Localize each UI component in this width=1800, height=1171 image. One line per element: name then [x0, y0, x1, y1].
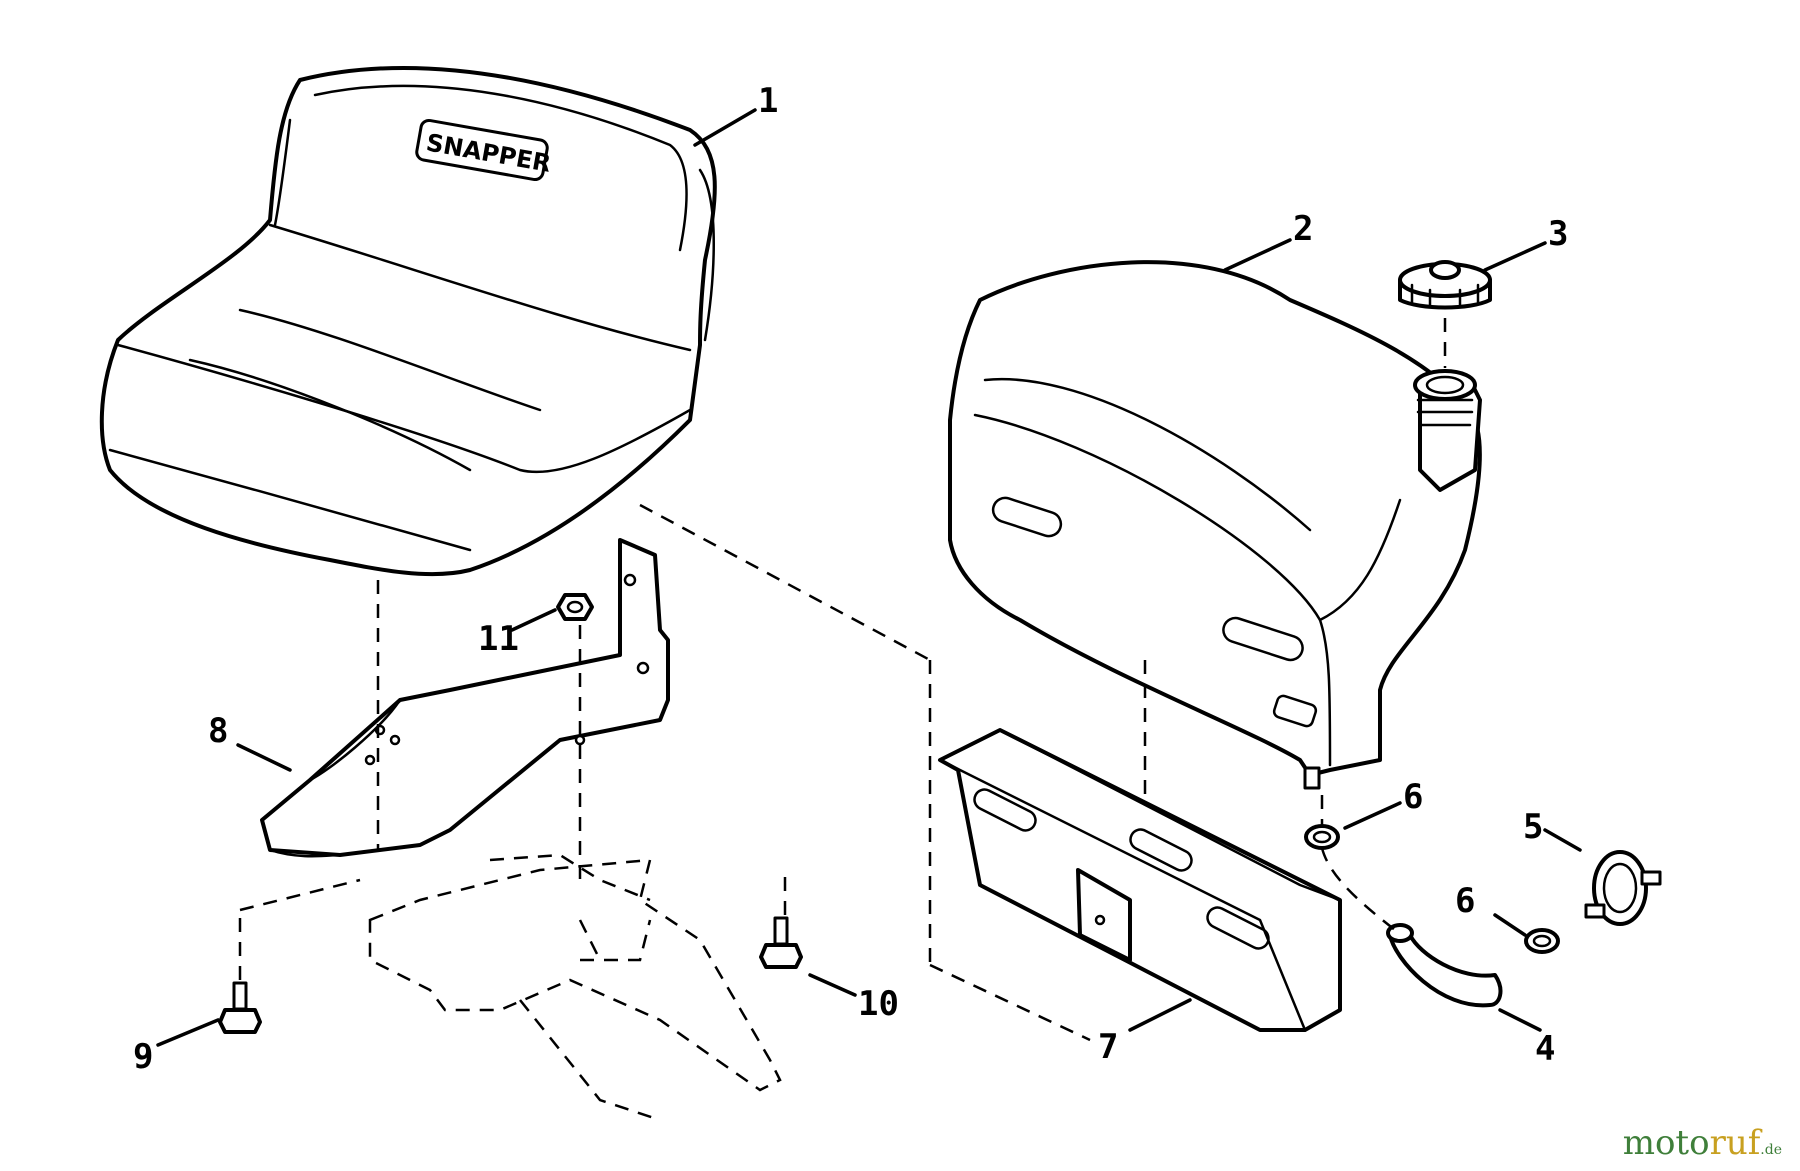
assembly-lines	[238, 318, 1447, 1042]
leader-lines	[156, 108, 1582, 1047]
nut	[556, 593, 594, 621]
callout-8: 8	[208, 711, 228, 751]
callout-labels: 1 2 3 4 5 6 6 7 8 9 10 11	[133, 81, 1568, 1077]
watermark: motoruf.de	[1623, 1123, 1782, 1163]
watermark-part1: moto	[1622, 1123, 1710, 1163]
callout-4: 4	[1535, 1029, 1555, 1069]
callout-10: 10	[858, 984, 899, 1024]
bolt-9	[218, 981, 262, 1034]
fuel-line	[1386, 923, 1503, 1008]
callout-6-lower: 6	[1455, 881, 1475, 921]
callout-2: 2	[1293, 209, 1313, 249]
fuel-cap	[1398, 260, 1492, 310]
fuel-filter	[1584, 850, 1662, 926]
tank-bracket	[938, 728, 1342, 1032]
callout-1: 1	[758, 81, 778, 121]
callout-3: 3	[1548, 214, 1568, 254]
seat-bracket	[260, 538, 670, 858]
callout-7: 7	[1098, 1027, 1118, 1067]
hose-clamp-lower	[1524, 928, 1560, 954]
fuel-tank	[948, 260, 1482, 790]
frame-outline	[368, 853, 782, 1122]
bolt-10	[759, 916, 803, 969]
watermark-part2: ruf	[1709, 1123, 1761, 1163]
hose-clamp-upper	[1304, 824, 1340, 850]
callout-6-upper: 6	[1403, 777, 1423, 817]
seat: SNAPPER	[99, 66, 717, 577]
callout-5: 5	[1523, 807, 1543, 847]
callout-9: 9	[133, 1037, 153, 1077]
watermark-part3: .de	[1760, 1142, 1782, 1158]
callout-11: 11	[478, 619, 519, 659]
